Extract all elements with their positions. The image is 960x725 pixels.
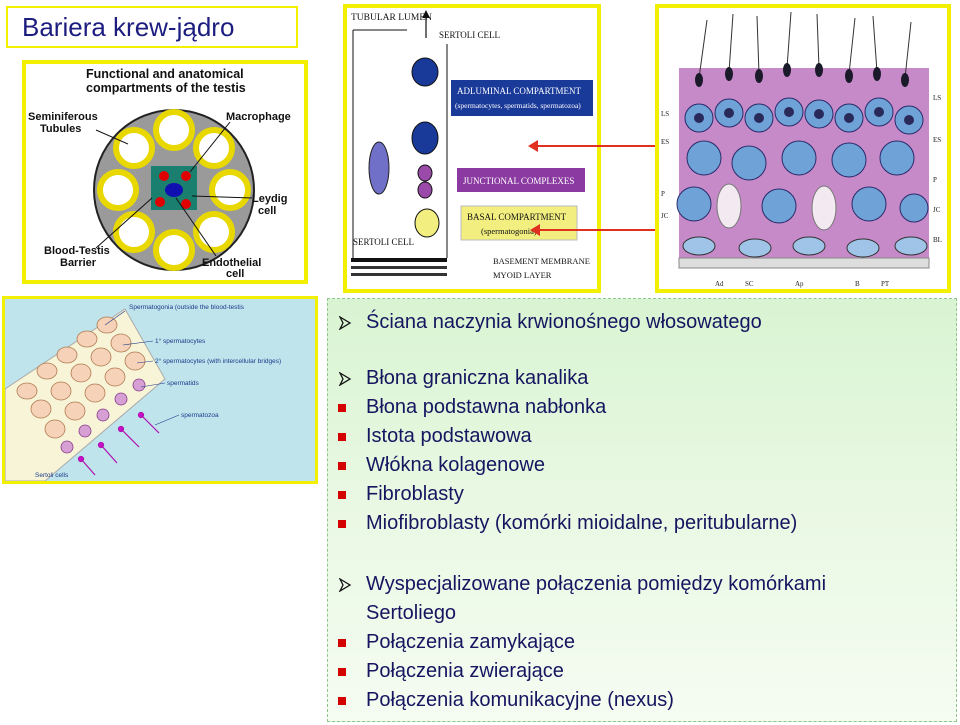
histology-left-label-0: LS [661,110,669,118]
label-basal-1: BASAL COMPARTMENT [467,212,567,222]
square-bullet-icon [338,491,346,499]
label-adluminal-2: (spermatocytes, spermatids, spermatozoa) [455,101,581,110]
testis-heading-1: Functional and anatomical [86,67,244,81]
label-leydig-2: cell [258,205,276,217]
histology-left-label-2: P [661,190,665,198]
label-sertoli-bottom: SERTOLI CELL [353,237,414,247]
germ-cells [16,316,146,439]
label-sertoli-cells: Sertoli cells [35,472,69,479]
histology-bottom-label-3: B [855,280,860,288]
label-spermatogonia: Spermatogonia (outside the blood-testis [129,304,245,311]
label-leydig-1: Leydig [252,193,287,205]
histology-right-label-1: ES [933,136,941,144]
label-basement: BASEMENT MEMBRANE [493,256,590,266]
square-bullet-icon [338,433,346,441]
label-endothelial-1: Endothelial [202,257,261,269]
testis-heading-2: compartments of the testis [86,81,246,95]
label-tubular-lumen: TUBULAR LUMEN [351,13,432,23]
histology-right-label-4: BL [933,236,942,244]
spermatogenesis-diagram: Spermatogonia (outside the blood-testis … [5,304,281,481]
label-spermatids: spermatids [167,380,200,387]
square-bullet-icon [338,462,346,470]
histology-right-label-3: JC [933,206,941,214]
label-btb-1: Blood-Testis [44,245,110,257]
slide-title-box: Bariera krew-jądro [6,6,298,48]
spermatocyte-cells [676,97,929,224]
arrow-bullet-icon [338,578,352,592]
adluminal-box [451,80,593,116]
junctional-box [457,168,585,192]
arrow-bullet-icon [338,316,352,330]
histology-bottom-label-1: SC [745,280,754,288]
label-basal-2: (spermatogonia) [481,226,537,236]
label-junctional: JUNCTIONAL COMPLEXES [463,176,574,186]
square-bullet-icon [338,404,346,412]
label-adluminal-1: ADLUMINAL COMPARTMENT [457,86,582,96]
square-bullet-icon [338,697,346,705]
testis-compartments-figure: Functional and anatomical compartments o… [22,60,308,284]
square-bullet-icon [338,639,346,647]
histology-bottom-label-0: Ad [715,280,724,288]
label-primary-spermatocytes: 1° spermatocytes [155,337,206,345]
label-sertoli-top: SERTOLI CELL [439,30,500,40]
histology-figure: LS ES P JC LS ES P JC BL Ad SC Ap B PT [655,4,951,293]
testis-diagram: Functional and anatomical compartments o… [28,67,291,280]
compartment-diagram: TUBULAR LUMEN SERTOLI CELL SERTOLI CELL … [351,10,593,280]
basal-box [460,205,578,241]
label-btb-2: Barrier [60,257,97,269]
label-myoid: MYOID LAYER [493,270,552,280]
label-seminiferous-1: Seminiferous [28,111,98,123]
square-bullet-icon [338,520,346,528]
histology-left-label-1: ES [661,138,669,146]
slide-title: Bariera krew-jądro [22,11,235,42]
label-endothelial-2: cell [226,268,244,280]
sertoli-compartment-figure: TUBULAR LUMEN SERTOLI CELL SERTOLI CELL … [343,4,601,293]
histology-right-label-2: P [933,176,937,184]
square-bullet-icon [338,668,346,676]
label-secondary-spermatocytes: 2° spermatocytes (with intercellular bri… [155,357,281,365]
label-spermatozoa: spermatozoa [181,412,219,419]
histology-drawing: LS ES P JC LS ES P JC BL Ad SC Ap B PT [661,11,942,288]
histology-left-label-3: JC [661,212,669,220]
histology-right-label-0: LS [933,94,941,102]
histology-bottom-label-4: PT [881,280,890,288]
bullet-list-panel: Ściana naczynia krwionośnego włosowatego… [327,298,957,722]
label-seminiferous-2: Tubules [40,123,81,135]
sertoli-nucleus [368,141,390,195]
spermatid-heads [695,11,912,87]
arrow-bullet-icon [338,372,352,386]
tubule-group [97,109,251,271]
spermatozoa-tails [77,411,160,476]
basal-lamina [678,257,930,269]
histology-bottom-label-2: Ap [795,280,804,288]
label-macrophage: Macrophage [226,111,291,123]
spermatogenesis-figure: Spermatogonia (outside the blood-testis … [2,296,318,484]
